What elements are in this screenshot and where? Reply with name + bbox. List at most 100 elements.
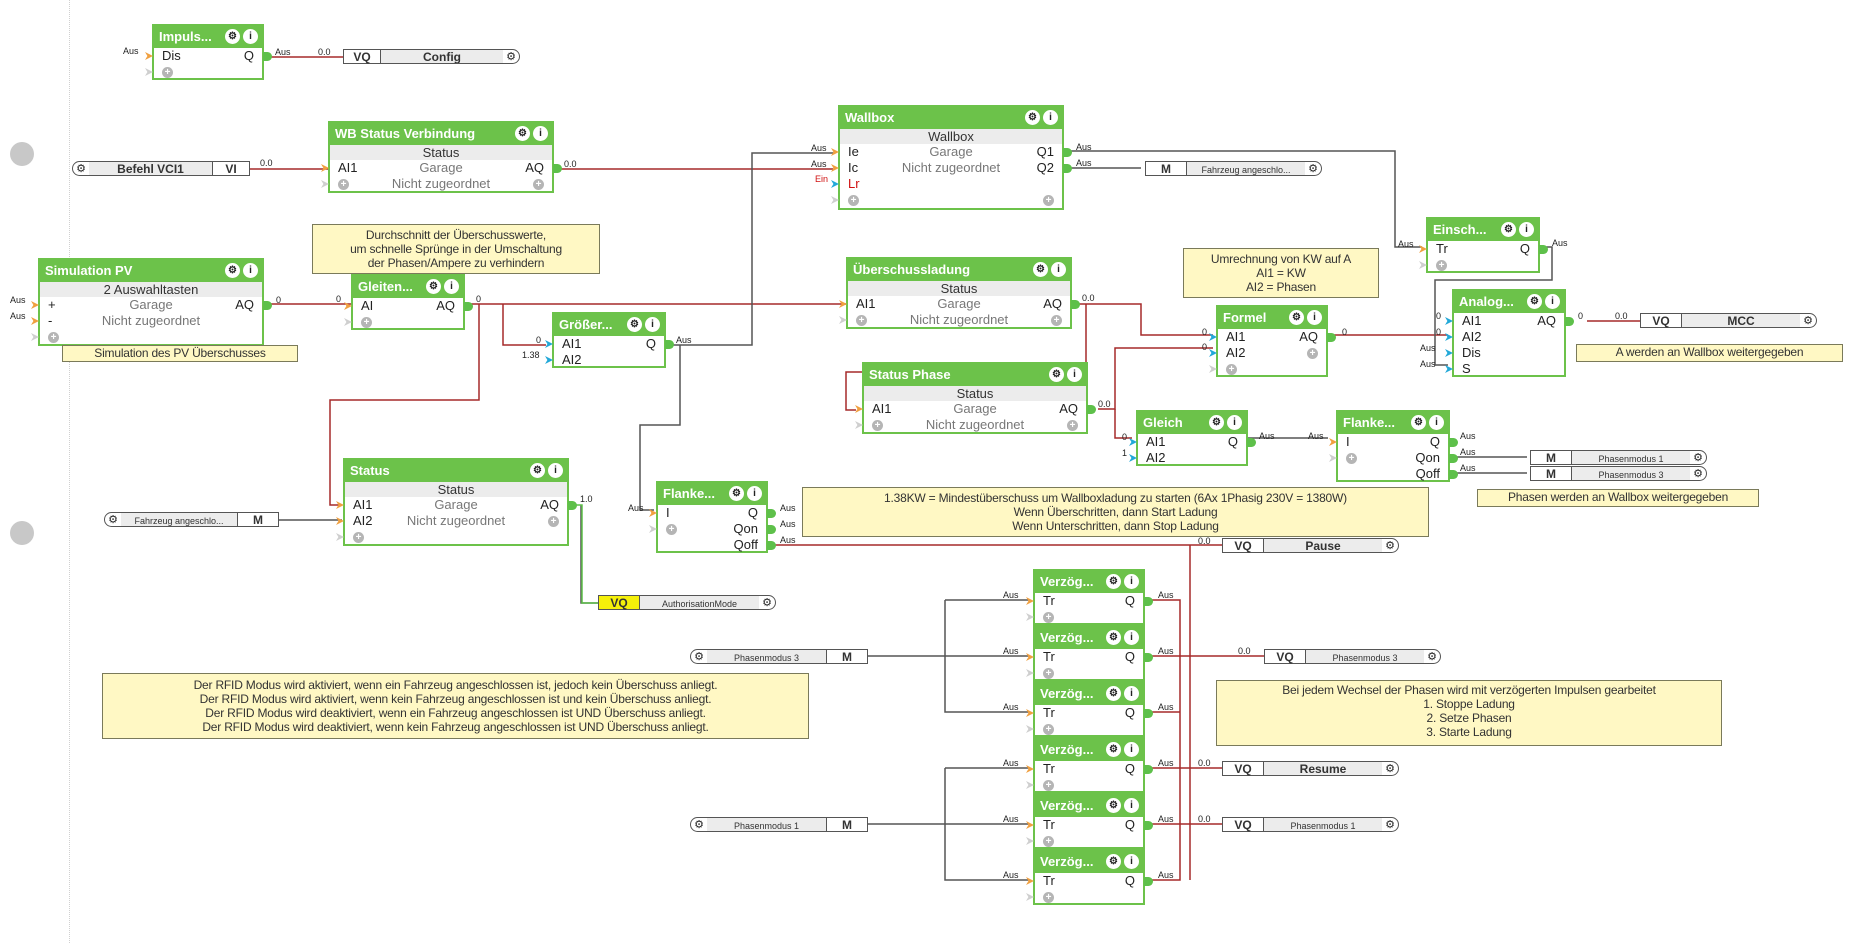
- input-pin[interactable]: [344, 318, 352, 326]
- input-pin[interactable]: [1129, 454, 1137, 462]
- gear-icon[interactable]: ⚙: [1693, 468, 1703, 480]
- gear-icon[interactable]: ⚙: [506, 51, 516, 63]
- input-pin[interactable]: [1026, 669, 1034, 677]
- info-icon[interactable]: i: [533, 126, 548, 141]
- input-pin[interactable]: [831, 180, 839, 188]
- vq-phasenmodus-1[interactable]: VQ Phasenmodus 1 ⚙: [1222, 817, 1399, 832]
- info-icon[interactable]: i: [1124, 630, 1139, 645]
- output-pin[interactable]: [665, 340, 674, 349]
- info-icon[interactable]: i: [548, 463, 563, 478]
- add-input-icon[interactable]: +: [353, 532, 364, 544]
- add-input-icon[interactable]: +: [1043, 724, 1054, 736]
- vq-authorisation-mode[interactable]: VQ AuthorisationMode ⚙: [598, 595, 776, 610]
- input-pin[interactable]: [1445, 349, 1453, 357]
- info-icon[interactable]: i: [1227, 415, 1242, 430]
- gear-icon[interactable]: ⚙: [426, 279, 441, 294]
- input-pin[interactable]: [649, 509, 657, 517]
- info-icon[interactable]: i: [645, 317, 660, 332]
- info-icon[interactable]: i: [1545, 294, 1560, 309]
- gear-icon[interactable]: ⚙: [1033, 262, 1048, 277]
- input-pin[interactable]: [839, 316, 847, 324]
- gear-icon[interactable]: ⚙: [1527, 294, 1542, 309]
- input-pin[interactable]: [336, 533, 344, 541]
- input-pin[interactable]: [1026, 597, 1034, 605]
- input-pin[interactable]: [545, 356, 553, 364]
- input-pin[interactable]: [1129, 438, 1137, 446]
- input-pin[interactable]: [145, 52, 153, 60]
- add-input-icon[interactable]: +: [666, 524, 677, 536]
- info-icon[interactable]: i: [1124, 854, 1139, 869]
- output-pin[interactable]: [1071, 300, 1080, 309]
- output-pin[interactable]: [1144, 821, 1153, 830]
- input-pin[interactable]: [545, 340, 553, 348]
- input-pin[interactable]: [1026, 765, 1034, 773]
- output-pin[interactable]: [263, 52, 272, 61]
- gear-icon[interactable]: ⚙: [1411, 415, 1426, 430]
- output-pin[interactable]: [464, 302, 473, 311]
- add-output-icon[interactable]: +: [548, 516, 559, 528]
- input-pin[interactable]: [31, 317, 39, 325]
- input-pin[interactable]: [31, 301, 39, 309]
- vq-resume[interactable]: VQ Resume ⚙: [1222, 761, 1399, 776]
- gear-icon[interactable]: ⚙: [1106, 854, 1121, 869]
- input-pin[interactable]: [855, 421, 863, 429]
- input-pin[interactable]: [1026, 709, 1034, 717]
- vq-config[interactable]: VQ Config ⚙: [343, 49, 520, 64]
- input-pin[interactable]: [839, 300, 847, 308]
- info-icon[interactable]: i: [1124, 686, 1139, 701]
- gear-icon[interactable]: ⚙: [76, 163, 86, 175]
- input-pin[interactable]: [344, 302, 352, 310]
- add-output-icon[interactable]: +: [1051, 315, 1062, 327]
- output-pin[interactable]: [1327, 333, 1336, 342]
- add-output-icon[interactable]: +: [1043, 195, 1054, 207]
- info-icon[interactable]: i: [1124, 798, 1139, 813]
- gear-icon[interactable]: ⚙: [1106, 742, 1121, 757]
- add-input-icon[interactable]: +: [1043, 836, 1054, 848]
- info-icon[interactable]: i: [1124, 574, 1139, 589]
- vi-befehl-vci1[interactable]: ⚙ Befehl VCI1 VI: [72, 161, 250, 176]
- output-pin[interactable]: [767, 541, 776, 550]
- gear-icon[interactable]: ⚙: [627, 317, 642, 332]
- gear-icon[interactable]: ⚙: [1693, 452, 1703, 464]
- output-pin[interactable]: [1144, 709, 1153, 718]
- output-pin[interactable]: [1449, 438, 1458, 447]
- output-pin[interactable]: [1449, 470, 1458, 479]
- info-icon[interactable]: i: [1051, 262, 1066, 277]
- output-pin[interactable]: [1144, 653, 1153, 662]
- output-pin[interactable]: [1539, 245, 1548, 254]
- output-pin[interactable]: [767, 509, 776, 518]
- input-pin[interactable]: [336, 501, 344, 509]
- info-icon[interactable]: i: [1307, 310, 1322, 325]
- output-pin[interactable]: [1063, 164, 1072, 173]
- output-pin[interactable]: [1565, 317, 1574, 326]
- input-pin[interactable]: [1419, 261, 1427, 269]
- add-input-icon[interactable]: +: [338, 179, 349, 191]
- input-pin[interactable]: [831, 148, 839, 156]
- output-pin[interactable]: [1063, 148, 1072, 157]
- gear-icon[interactable]: ⚙: [1106, 630, 1121, 645]
- gear-icon[interactable]: ⚙: [1501, 222, 1516, 237]
- input-pin[interactable]: [336, 517, 344, 525]
- add-input-icon[interactable]: +: [1043, 892, 1054, 904]
- add-input-icon[interactable]: +: [1346, 453, 1357, 465]
- gear-icon[interactable]: ⚙: [1049, 367, 1064, 382]
- input-pin[interactable]: [831, 164, 839, 172]
- m-phasenmodus-3-out[interactable]: M Phasenmodus 3 ⚙: [1530, 466, 1707, 481]
- add-input-icon[interactable]: +: [848, 195, 859, 207]
- input-pin[interactable]: [1209, 333, 1217, 341]
- add-output-icon[interactable]: +: [1307, 348, 1318, 360]
- vq-phasenmodus-3[interactable]: VQ Phasenmodus 3 ⚙: [1264, 649, 1441, 664]
- block-simulation-pv[interactable]: Simulation PV ⚙i 2 Auswahltasten +Garage…: [31, 258, 272, 346]
- add-output-icon[interactable]: +: [1067, 420, 1078, 432]
- m-phasenmodus-3-in[interactable]: ⚙ Phasenmodus 3 M: [690, 649, 868, 664]
- output-pin[interactable]: [1144, 877, 1153, 886]
- info-icon[interactable]: i: [1124, 742, 1139, 757]
